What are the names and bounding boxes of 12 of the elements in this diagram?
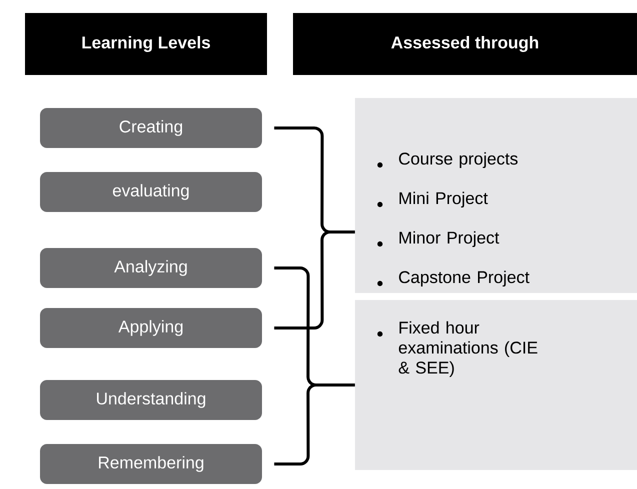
level-box: Understanding [40,380,262,420]
level-box: Creating [40,108,262,148]
level-box: Applying [40,308,262,348]
assessment-panel: Fixed hour examinations (CIE & SEE) [355,300,637,470]
bracket-connector [274,230,355,330]
level-box: Remembering [40,444,262,484]
bracket-connector [274,384,355,466]
level-box: evaluating [40,172,262,212]
header-box: Learning Levels [25,13,267,75]
header-box: Assessed through [293,13,637,75]
assessment-panel: Course projects Mini Project Minor Project Capstone Project [355,98,637,293]
level-box: Analyzing [40,248,262,288]
